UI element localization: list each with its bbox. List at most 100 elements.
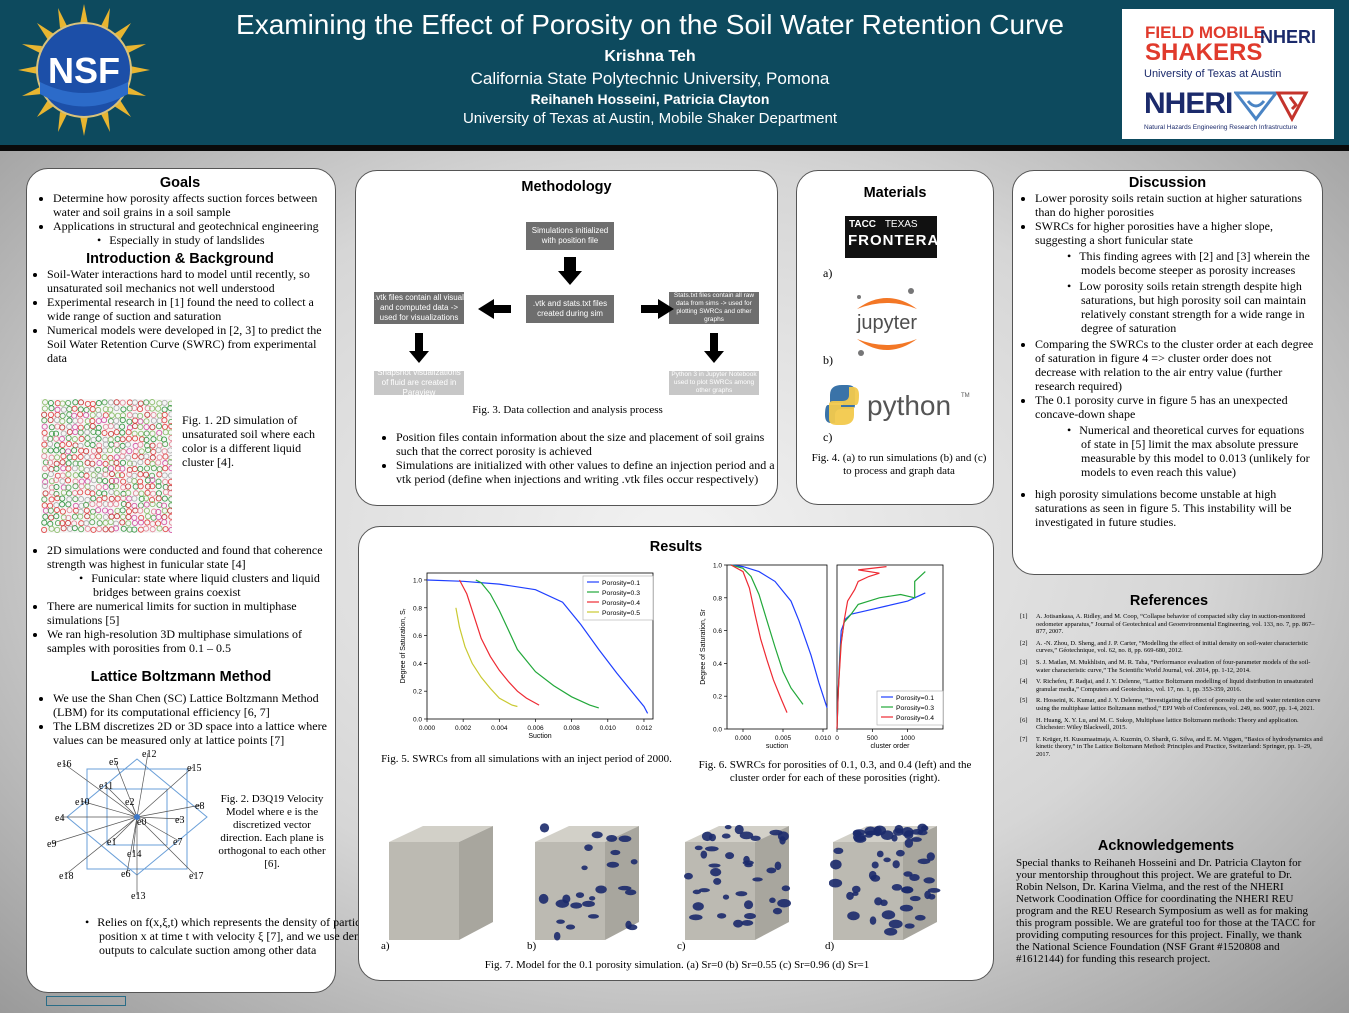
fluid-blob bbox=[742, 860, 754, 866]
fig1-grain bbox=[95, 466, 102, 473]
x-tick-label: 0 bbox=[835, 735, 839, 742]
nsf-logo-text: NSF bbox=[48, 50, 120, 91]
fig1-grain bbox=[149, 483, 156, 490]
fig1-grain bbox=[89, 519, 96, 526]
fig1-grain bbox=[137, 483, 144, 490]
vector-label: e15 bbox=[187, 763, 201, 774]
nheri-subtitle: Natural Hazards Engineering Research Inf… bbox=[1144, 124, 1298, 131]
cube-front-face bbox=[535, 842, 605, 940]
fig1-grain bbox=[142, 495, 150, 502]
jupyter-logo: jupyter bbox=[856, 288, 917, 356]
list-item: Lower porosity soils retain suction at h… bbox=[1035, 191, 1314, 219]
fluid-blob bbox=[829, 878, 843, 888]
fluid-blob bbox=[777, 831, 789, 842]
fig1-grain bbox=[77, 417, 84, 424]
fig1-grain bbox=[143, 399, 150, 406]
vector-label: e5 bbox=[109, 757, 118, 768]
fig1-grain bbox=[96, 447, 103, 454]
series-line bbox=[836, 566, 887, 730]
fluid-blob bbox=[881, 910, 896, 920]
fig1-grain bbox=[162, 453, 169, 460]
fig1-grain bbox=[95, 429, 102, 436]
fig1-grain bbox=[53, 465, 60, 472]
fig1-grain bbox=[108, 412, 115, 419]
velocity-vector bbox=[112, 816, 138, 842]
fig1-grain bbox=[89, 484, 96, 491]
fig1-grain bbox=[65, 520, 72, 527]
fig1-grain bbox=[42, 459, 49, 466]
y-tick-label: 0.6 bbox=[713, 628, 722, 635]
vector-label: e2 bbox=[125, 797, 134, 808]
flow-box-init: Simulations initialized with position fi… bbox=[526, 222, 614, 250]
fluid-blob bbox=[630, 859, 638, 865]
list-item: Comparing the SWRCs to the cluster order… bbox=[1035, 337, 1314, 393]
fig1-grain bbox=[126, 460, 133, 467]
fig1-grain bbox=[148, 472, 156, 479]
fig1-grain bbox=[101, 454, 108, 461]
fig1-grain bbox=[96, 472, 103, 479]
fig1-grain bbox=[119, 429, 126, 436]
flow-box-files: .vtk and stats.txt files created during … bbox=[526, 295, 614, 323]
fig1-grain bbox=[71, 465, 78, 472]
y-tick-label: 0.4 bbox=[413, 661, 422, 668]
fig1-grain bbox=[90, 526, 97, 533]
fig1-grain bbox=[108, 495, 115, 502]
fig1-grain bbox=[59, 441, 66, 448]
velocity-vector bbox=[136, 766, 194, 818]
discussion-heading: Discussion bbox=[1128, 175, 1207, 191]
fig1-grain bbox=[64, 477, 72, 484]
y-axis-label: Degree of Saturation, Sᵣ bbox=[400, 608, 407, 683]
fig1-grain bbox=[59, 495, 66, 502]
fig1-grain bbox=[167, 459, 172, 466]
vector-label: e7 bbox=[173, 837, 182, 848]
fig1-grain bbox=[95, 507, 102, 514]
fig1-grain bbox=[42, 399, 49, 406]
acknowledgements-section: Acknowledgements Special thanks to Reiha… bbox=[1016, 838, 1316, 965]
fig1-grain bbox=[168, 441, 172, 448]
fig1-grain bbox=[149, 476, 156, 484]
fluid-blob bbox=[735, 891, 748, 897]
fig1-grain bbox=[41, 472, 49, 479]
fig1-grain bbox=[168, 513, 172, 520]
fig1-grain bbox=[41, 441, 48, 448]
fluid-blob bbox=[833, 847, 844, 855]
fluid-blob bbox=[734, 824, 744, 835]
fig1-grain bbox=[48, 496, 55, 503]
fig1-grain bbox=[150, 417, 157, 424]
fig1-grain bbox=[60, 514, 67, 521]
fig1-grain bbox=[126, 418, 133, 425]
fig1-grain bbox=[65, 465, 72, 472]
fig1-grain bbox=[65, 435, 72, 442]
fig1-grain bbox=[162, 526, 169, 533]
cube-front-face bbox=[389, 842, 459, 940]
y-axis-label: Degree of Saturation, Sr bbox=[700, 609, 707, 685]
fig1-grain bbox=[149, 454, 156, 461]
fluid-blob bbox=[777, 899, 792, 908]
fluid-blob bbox=[570, 902, 583, 909]
fig1-grain bbox=[143, 453, 150, 460]
acknowledgements-text: Special thanks to Reihaneh Hosseini and … bbox=[1016, 857, 1316, 965]
fig1-grain bbox=[144, 411, 151, 418]
fig1-grain bbox=[54, 526, 61, 533]
fig1-grain bbox=[149, 430, 156, 437]
fig1-grain bbox=[149, 405, 156, 412]
fig3-caption: Fig. 3. Data collection and analysis pro… bbox=[472, 404, 663, 416]
fig1-grain bbox=[155, 423, 163, 430]
fluid-blob bbox=[876, 850, 884, 858]
fig1-grain bbox=[77, 399, 85, 406]
fluid-blob bbox=[555, 899, 570, 908]
fig1-grain bbox=[41, 417, 48, 424]
list-item: 2D simulations were conducted and found … bbox=[47, 543, 331, 571]
poster-title: Examining the Effect of Porosity on the … bbox=[236, 9, 1064, 40]
fig7-panel-label: b) bbox=[527, 940, 537, 952]
fluid-blob bbox=[708, 863, 721, 868]
vector-label: e11 bbox=[99, 781, 113, 792]
series-line bbox=[455, 607, 518, 708]
fluid-blob bbox=[846, 891, 854, 900]
fig1-grain bbox=[155, 483, 162, 490]
fluid-blob bbox=[851, 885, 861, 894]
legend-label: Porosity=0.5 bbox=[602, 610, 640, 617]
fluid-blob bbox=[610, 849, 621, 856]
fig1-grain bbox=[125, 513, 132, 521]
